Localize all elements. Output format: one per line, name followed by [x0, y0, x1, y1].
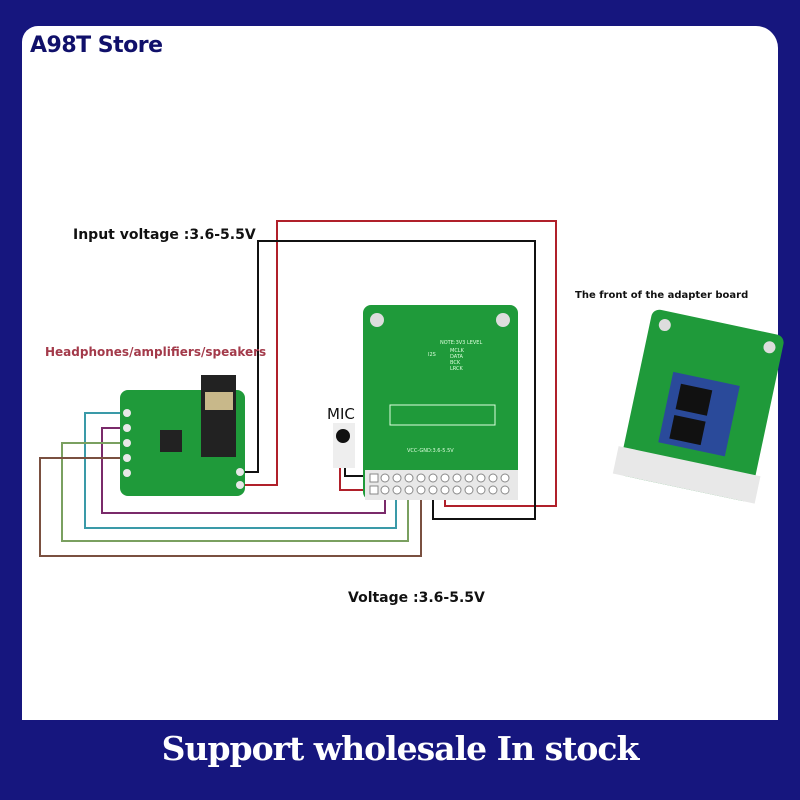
silkscreen-power: VCC-GND:3.6-5.5V — [407, 448, 454, 454]
mic-label: MIC — [327, 405, 355, 423]
store-name: A98T Store — [30, 33, 163, 58]
silkscreen-i2s: I2S — [428, 352, 436, 358]
headphone-amp-board — [120, 375, 245, 496]
voltage-label: Voltage :3.6-5.5V — [348, 590, 485, 606]
bluetooth-board-front — [612, 309, 784, 504]
microphone — [333, 423, 355, 468]
wire-purple — [101, 427, 386, 514]
input-voltage-label: Input voltage :3.6-5.5V — [73, 227, 256, 243]
bluetooth-board-back — [363, 305, 518, 500]
wire-red-power — [243, 220, 557, 507]
wire-black-ground — [243, 240, 536, 520]
promo-banner: Support wholesale In stock — [161, 729, 640, 768]
silkscreen-i2s-pins: MCLK DATA BCK LRCK — [450, 348, 464, 372]
front-caption: The front of the adapter board — [575, 290, 749, 301]
wire-brown — [39, 457, 422, 557]
wire-green — [61, 442, 409, 542]
wire-teal — [84, 412, 397, 529]
output-target-label: Headphones/amplifiers/speakers — [45, 345, 267, 359]
silkscreen-note: NOTE:3V3 LEVEL — [440, 340, 483, 346]
